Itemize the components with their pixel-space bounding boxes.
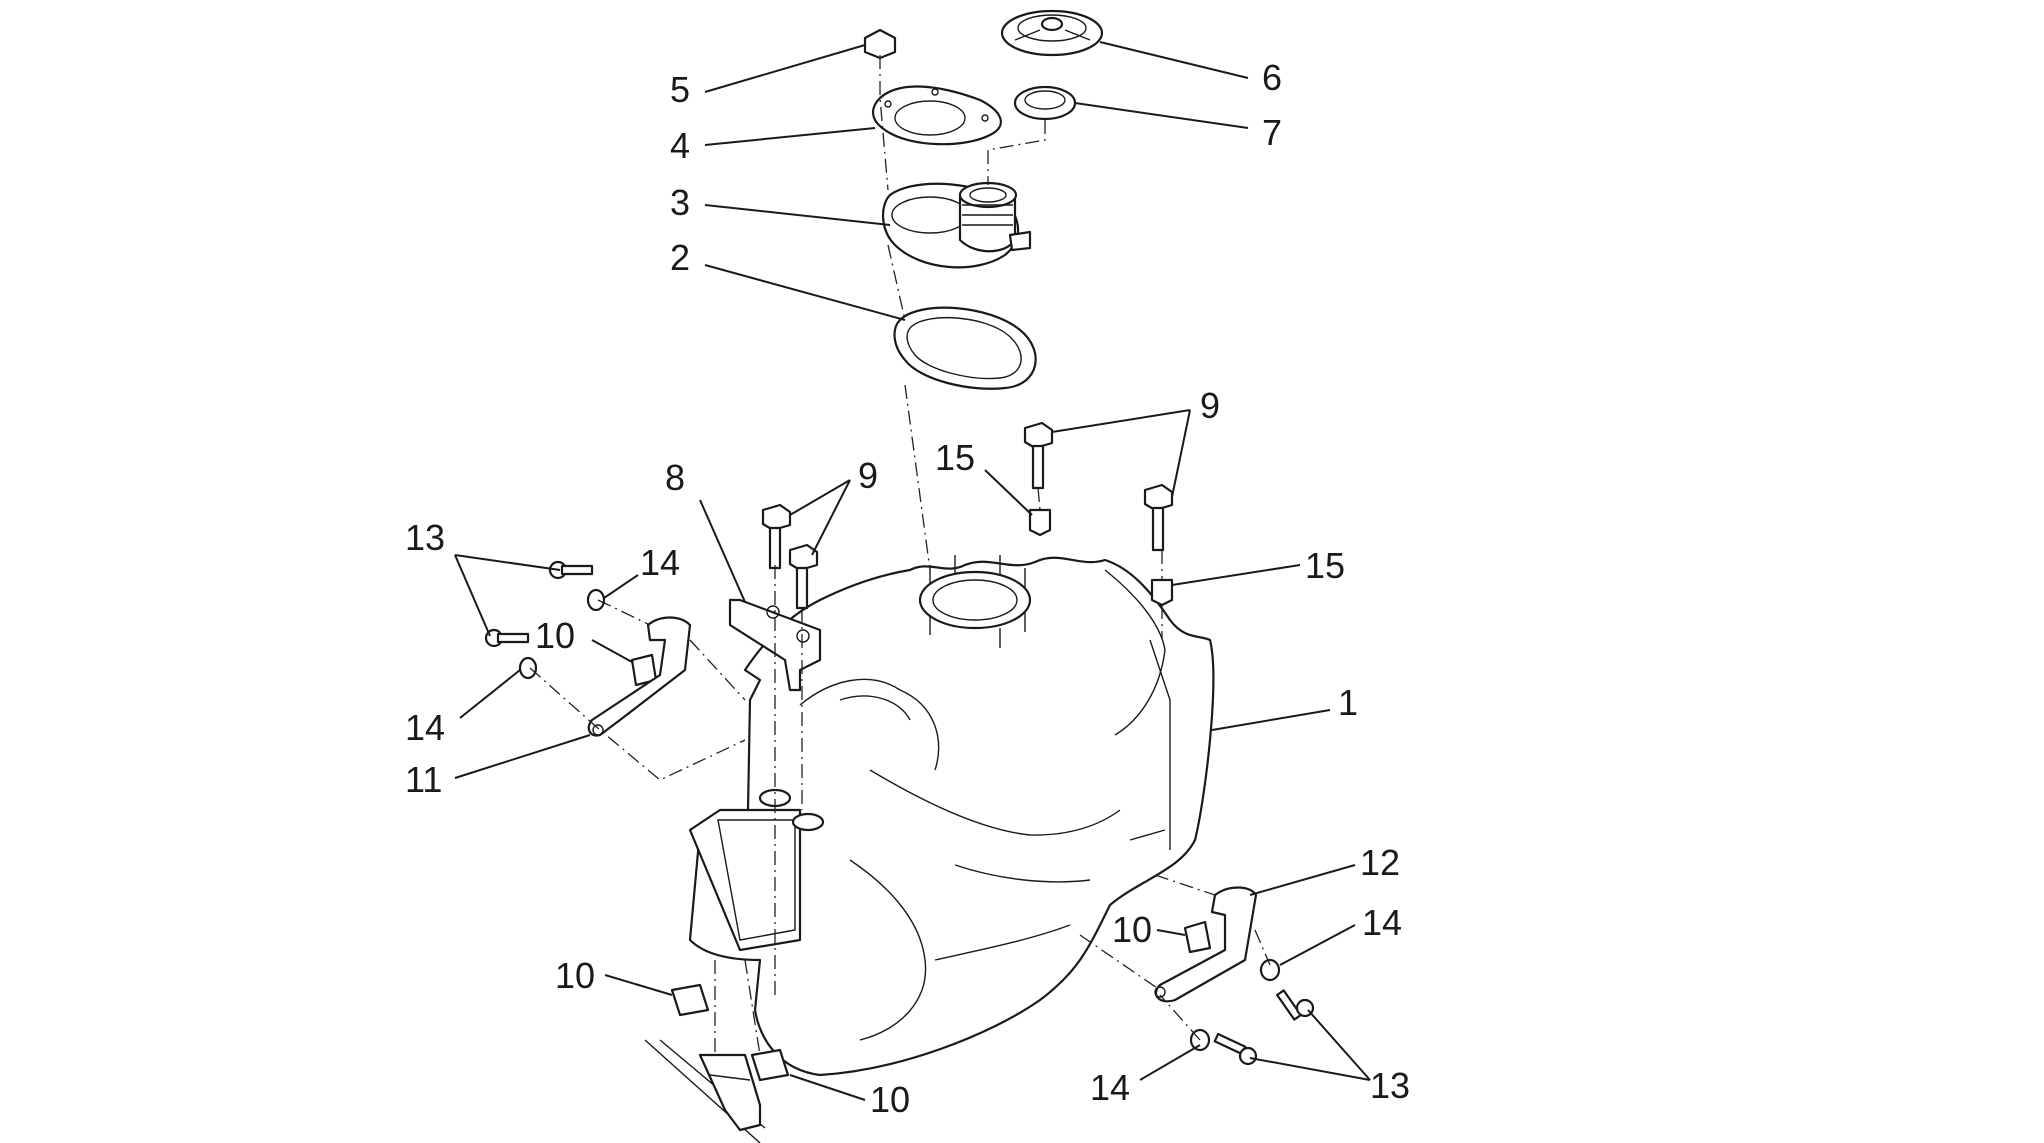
callout-15-left: 15 (935, 437, 975, 478)
callout-10-left: 10 (535, 615, 575, 656)
callout-15-right: 15 (1305, 545, 1345, 586)
callout-14-upper-left: 14 (640, 542, 680, 583)
bolt-right-lower (1213, 1032, 1258, 1066)
callout-9-right: 9 (1200, 385, 1220, 426)
clip-nut-right (1183, 920, 1212, 954)
washer-left-lower (518, 656, 538, 680)
callout-14-lower-left: 14 (405, 707, 445, 748)
callout-labels: 1 2 3 4 5 6 7 8 9 9 10 10 10 10 11 12 13… (405, 57, 1410, 1120)
clip-nut-bottom-right (750, 1048, 790, 1082)
callout-10-bottom: 10 (555, 955, 595, 996)
callout-11: 11 (405, 759, 442, 800)
washer-left-upper (586, 588, 606, 612)
bolt (761, 503, 792, 570)
callout-12: 12 (1360, 842, 1400, 883)
callout-6: 6 (1262, 57, 1282, 98)
callout-13-left: 13 (405, 517, 445, 558)
callout-9-left: 9 (858, 455, 878, 496)
bolt (788, 543, 819, 610)
callout-14-upper-right: 14 (1362, 902, 1402, 943)
clip-nut-bottom-left (670, 983, 710, 1017)
bolt (1023, 421, 1054, 490)
flange-gasket (893, 306, 1037, 390)
bolt-right-upper (1276, 989, 1315, 1021)
callout-4: 4 (670, 125, 690, 166)
threaded-insert (1150, 578, 1174, 607)
washer-right-upper (1259, 958, 1281, 982)
mounting-rail (644, 1039, 766, 1143)
callout-13-right: 13 (1370, 1065, 1410, 1106)
side-bracket-right (1154, 886, 1258, 1003)
callout-10-right: 10 (1112, 909, 1152, 950)
fuel-tank (688, 555, 1215, 1077)
leader-lines (454, 41, 1371, 1101)
callout-8: 8 (665, 457, 685, 498)
callout-14-lower-right: 14 (1090, 1067, 1130, 1108)
filler-neck-flange (882, 181, 1032, 269)
bolt (1143, 483, 1174, 552)
callout-5: 5 (670, 69, 690, 110)
nut (863, 28, 897, 60)
retaining-plate (872, 85, 1002, 146)
callout-2: 2 (670, 237, 690, 278)
threaded-insert (1028, 508, 1052, 537)
assembly-lines (529, 55, 1271, 1056)
callout-10-base: 10 (870, 1079, 910, 1120)
callout-7: 7 (1262, 112, 1282, 153)
filler-cap (1000, 9, 1104, 57)
side-bracket-left (587, 616, 692, 737)
callout-3: 3 (670, 182, 690, 223)
callout-1: 1 (1338, 682, 1358, 723)
bolt-left-lower (484, 628, 530, 648)
cap-seal-ring (1013, 85, 1077, 121)
